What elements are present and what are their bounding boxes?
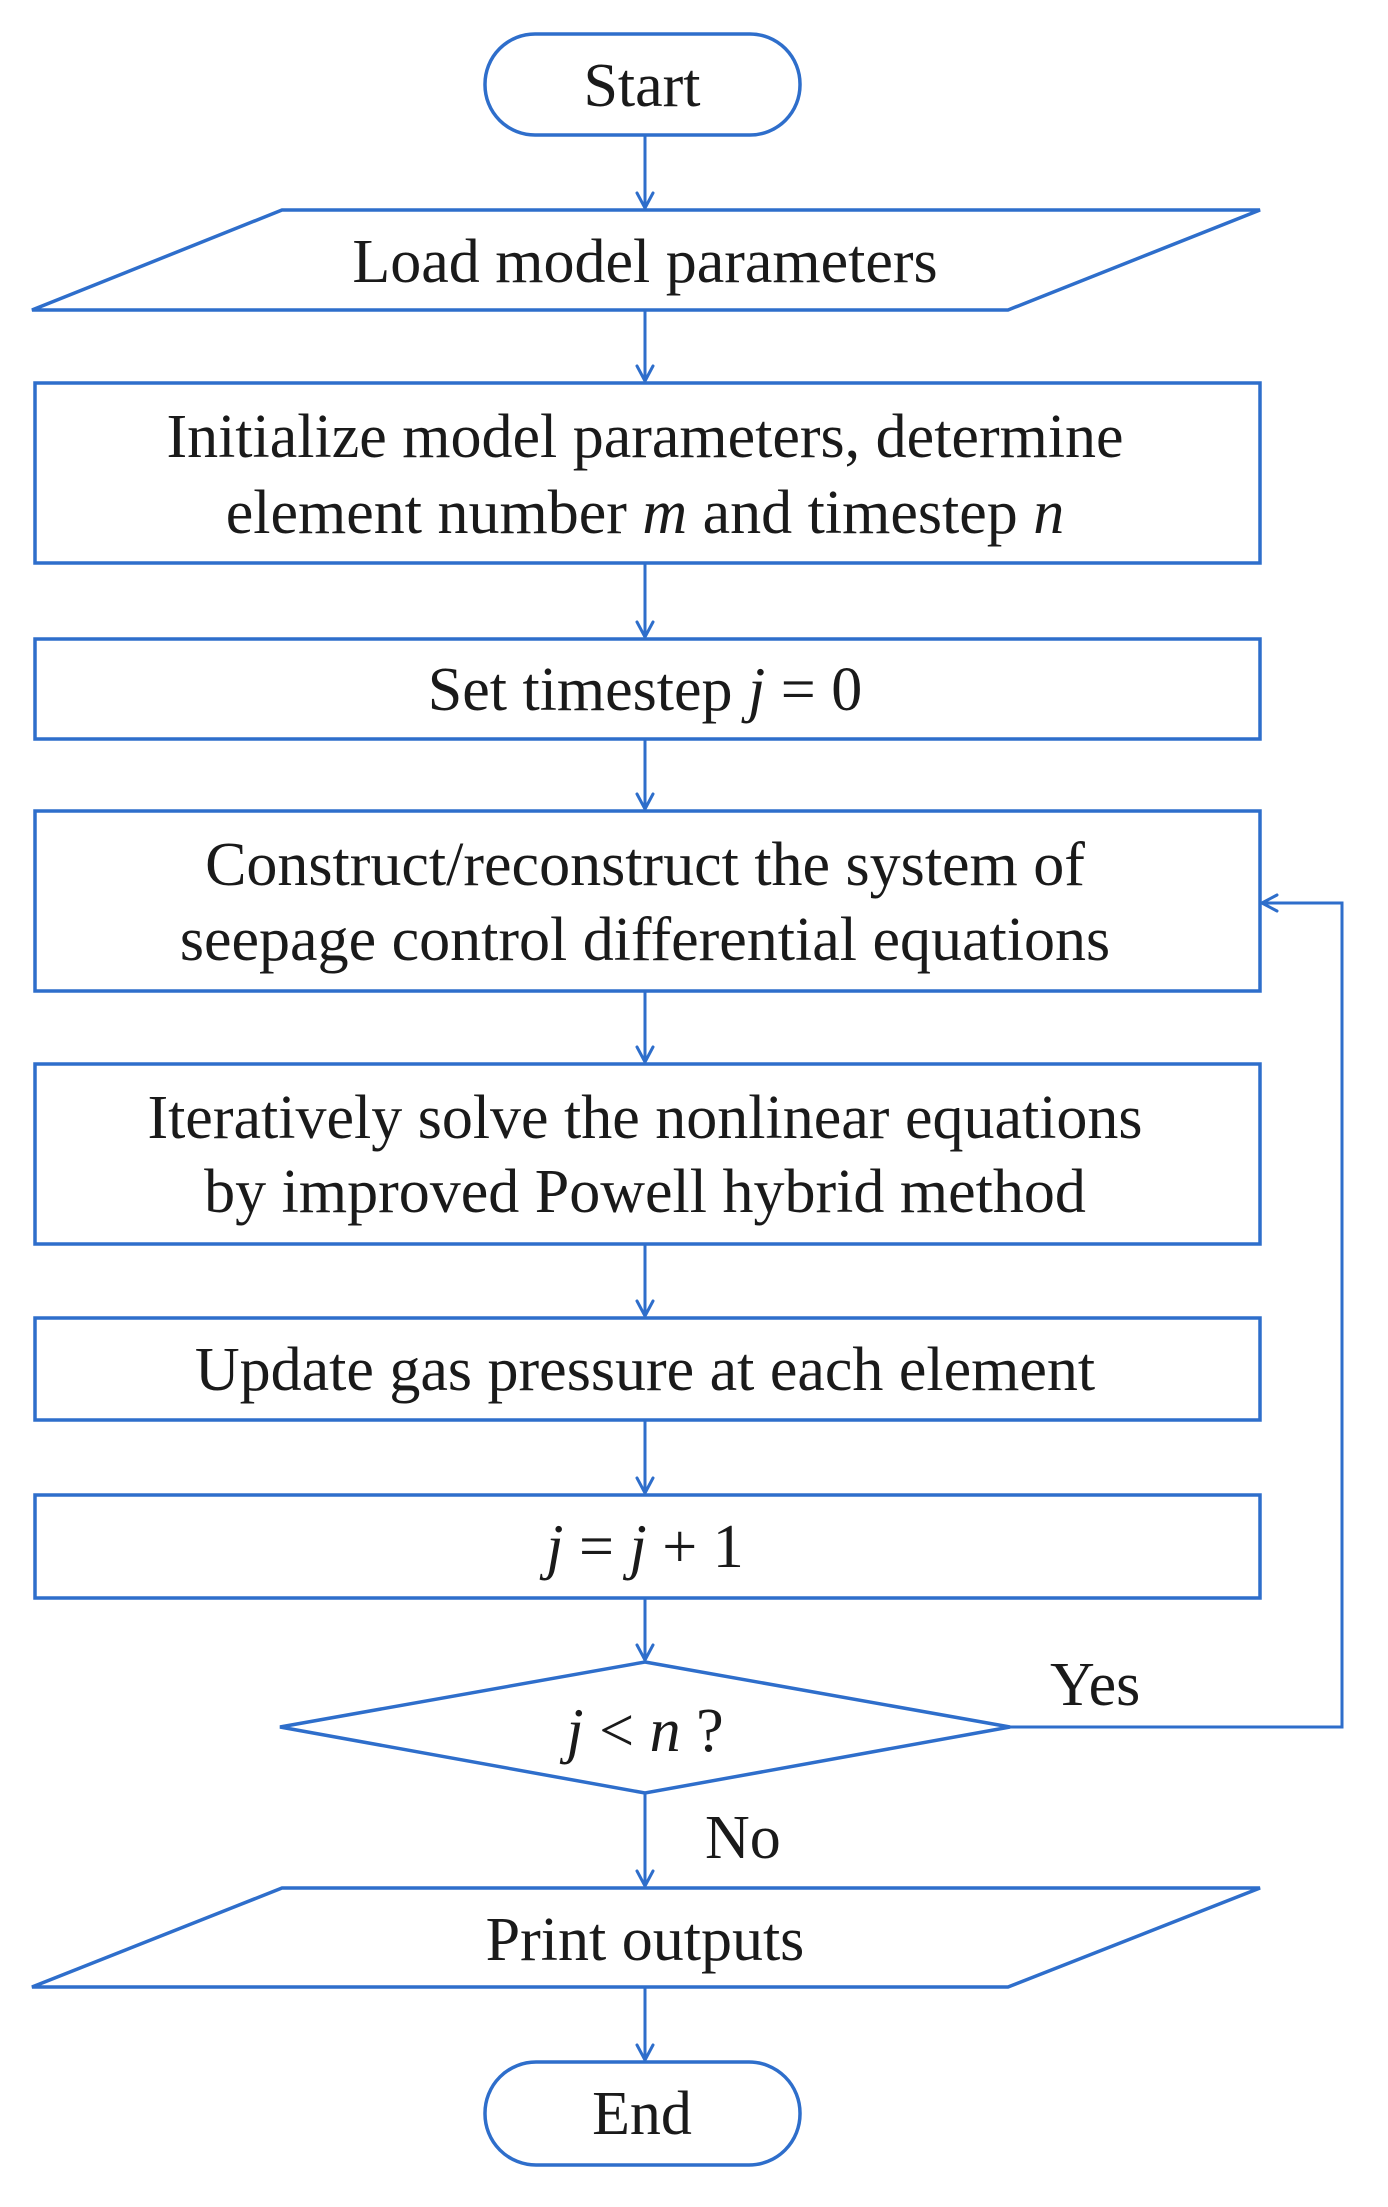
initialize-label-line1: Initialize model parameters, determine [166,403,1123,471]
set-timestep-label: Set timestep j = 0 [428,656,863,724]
connector-set-construct [635,739,655,811]
decision-node: j < n ? [279,1660,1011,1795]
solve-equations-label-line1: Iteratively solve the nonlinear equation… [147,1084,1142,1152]
end-label: End [592,2080,692,2148]
start-label: Start [583,52,700,120]
connector-start-load [635,135,655,210]
connector-construct-solve [635,991,655,1064]
update-pressure-node: Update gas pressure at each element [33,1316,1262,1422]
construct-equations-label-line1: Construct/reconstruct the system of [205,831,1085,899]
solve-equations-label-line2: by improved Powell hybrid method [204,1158,1086,1226]
update-pressure-label: Update gas pressure at each element [195,1336,1095,1404]
start-node: Start [483,32,802,137]
construct-equations-node: Construct/reconstruct the system of seep… [33,809,1262,993]
increment-j-label: j = j + 1 [539,1513,743,1581]
solve-equations-node: Iteratively solve the nonlinear equation… [33,1062,1262,1246]
initialize-node: Initialize model parameters, determine e… [33,381,1262,565]
end-node: End [483,2060,802,2167]
print-outputs-node: Print outputs [31,1886,1261,1989]
increment-j-node: j = j + 1 [33,1493,1262,1600]
construct-equations-label-line2: seepage control differential equations [180,906,1110,974]
connector-update-increment [635,1420,655,1495]
load-parameters-node: Load model parameters [31,208,1261,312]
yes-label: Yes [1050,1651,1140,1719]
initialize-label-line2: element number m and timestep n [226,479,1065,547]
connector-decision-print [635,1793,655,1888]
connector-yes-loop [1010,893,1344,1729]
connector-load-initialize [635,310,655,383]
connector-initialize-set [635,563,655,639]
set-timestep-node: Set timestep j = 0 [33,637,1262,741]
decision-label: j < n ? [559,1697,723,1765]
connector-increment-decision [635,1598,655,1662]
connector-print-end [635,1987,655,2062]
no-label: No [705,1804,781,1872]
connector-solve-update [635,1244,655,1318]
load-parameters-label: Load model parameters [352,228,937,296]
print-outputs-label: Print outputs [486,1906,805,1974]
